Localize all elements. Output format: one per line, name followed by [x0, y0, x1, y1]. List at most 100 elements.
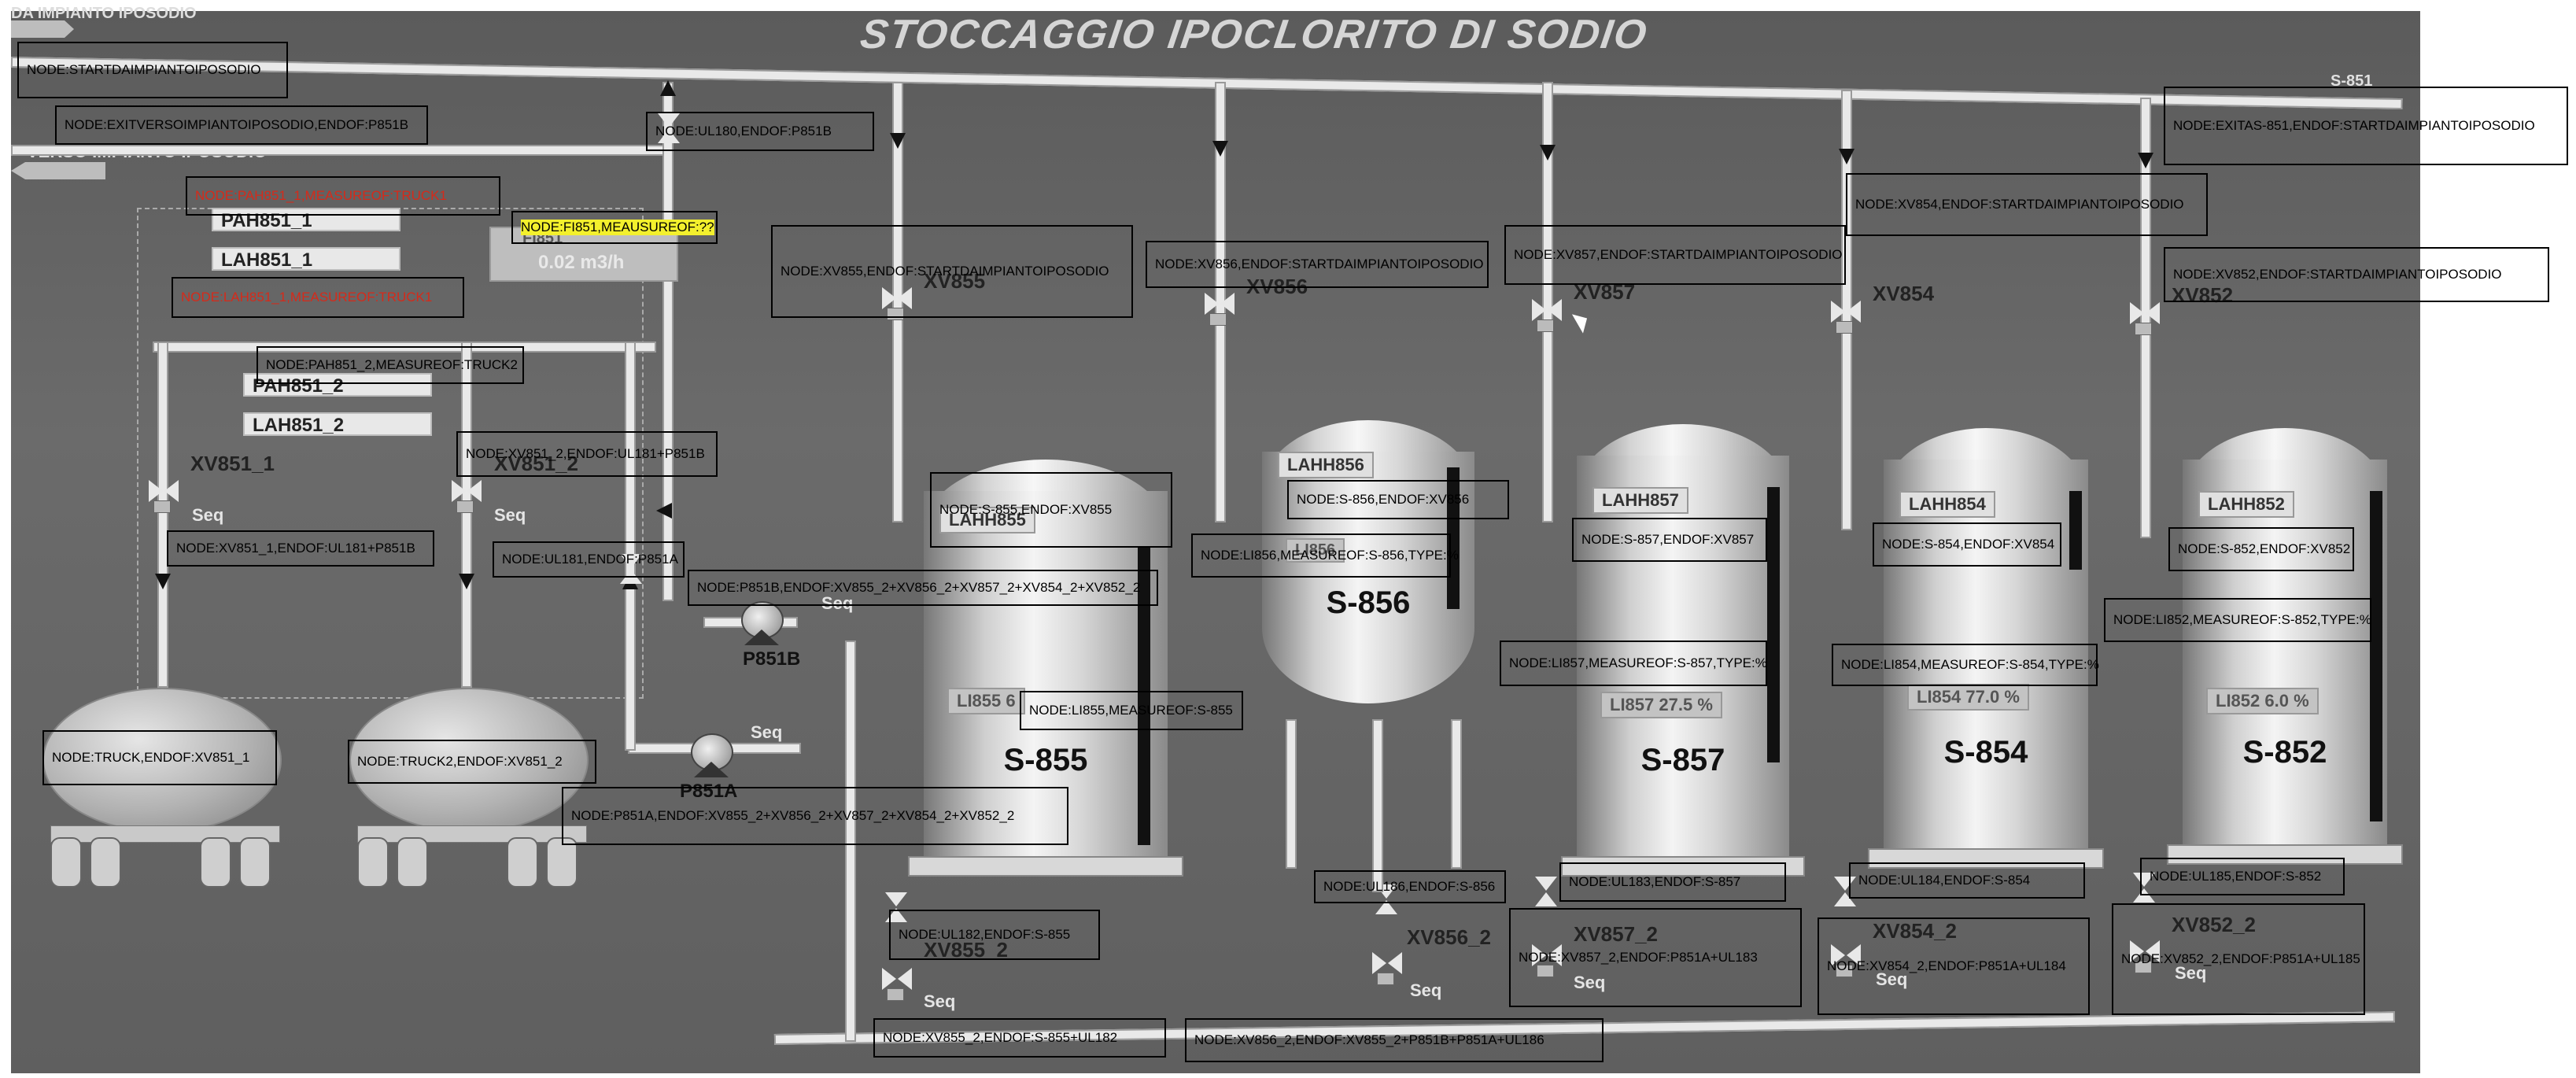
- annotation-box: NODE:LAH851_1,MEASUREOF:TRUCK1: [172, 277, 464, 318]
- flow-arrow: [890, 133, 906, 149]
- p851b-pump[interactable]: [741, 601, 788, 645]
- xv851-1-valve[interactable]: [147, 477, 179, 513]
- ul180-pipe: [662, 82, 674, 601]
- flow-arrow: [656, 503, 672, 519]
- flow-arrow: [459, 574, 474, 589]
- truck2-pipe: [461, 341, 472, 688]
- annotation-box: NODE:UL180,ENDOF:P851B: [646, 112, 874, 151]
- truck1[interactable]: [42, 688, 310, 892]
- vessel-s856[interactable]: LAHH856 LI856 S-856: [1262, 420, 1474, 735]
- annotation-box: NODE:XV851_1,ENDOF:UL181+P851B: [167, 530, 434, 567]
- annotation-box: NODE:EXITVERSOIMPIANTOIPOSODIO,ENDOF:P85…: [55, 105, 428, 145]
- wheel: [507, 837, 538, 888]
- li852-label: LI852: [2216, 691, 2260, 711]
- return-pipe: [11, 145, 672, 156]
- seq-label: Seq: [1574, 973, 1606, 992]
- lahh852-tag[interactable]: LAHH852: [2198, 491, 2294, 518]
- li854-display[interactable]: LI854 77.0 %: [1907, 684, 2029, 711]
- s856-outlet-pipe: [1372, 719, 1383, 892]
- li857-value: 27.5 %: [1659, 695, 1713, 714]
- xv857-valve[interactable]: [1530, 296, 1562, 332]
- flow-arrow: [1839, 149, 1854, 164]
- s852-level-bar: [2370, 491, 2382, 821]
- annotation-box: NODE:LI855,MEASUREOF:S-855: [1020, 691, 1243, 730]
- li856-display[interactable]: LI856: [1286, 538, 1345, 563]
- s856-leg: [1451, 719, 1462, 869]
- pah851-1-tag[interactable]: PAH851_1: [212, 208, 400, 231]
- li852-value: 6.0 %: [2264, 691, 2309, 711]
- lahh857-tag[interactable]: LAHH857: [1592, 487, 1688, 514]
- xv855-2-actuator[interactable]: [880, 965, 912, 1001]
- xv854-label: XV854: [1873, 282, 1935, 305]
- annotation-box: NODE:XV852,ENDOF:STARTDAIMPIANTOIPOSODIO: [2164, 247, 2549, 302]
- annotation-box: NODE:XV851_2,ENDOF:UL181+P851B: [456, 431, 718, 477]
- xv855-label: XV855: [924, 269, 986, 293]
- annotation-box: NODE:XV854_2,ENDOF:P851A+UL184: [1818, 917, 2090, 1015]
- li855-display[interactable]: LI855 6: [947, 688, 1025, 714]
- seq-label: Seq: [1876, 969, 1908, 989]
- wheel: [239, 837, 271, 888]
- drop-pipe-857: [1542, 82, 1553, 522]
- outlet-arrow: [11, 162, 105, 179]
- xv851-2-valve[interactable]: [450, 477, 482, 513]
- wheel: [397, 837, 428, 888]
- annotation-box: NODE:UL186,ENDOF:S-856: [1314, 870, 1506, 903]
- seq-label: Seq: [2175, 963, 2207, 983]
- ul185-valve[interactable]: [2130, 873, 2158, 904]
- xv854-2-label: XV854_2: [1873, 919, 1957, 943]
- lah851-2-tag[interactable]: LAH851_2: [243, 412, 432, 436]
- fi851-value: 0.02 m3/h: [538, 252, 625, 273]
- vessel-s855[interactable]: LAHH855 LI855 6 S-855: [908, 460, 1183, 877]
- s854-name: S-854: [1943, 735, 2028, 770]
- p851b-label: P851B: [743, 648, 801, 670]
- vessel-s854[interactable]: LAHH854 LI854 77.0 % S-854: [1868, 428, 2104, 869]
- xv852-valve[interactable]: [2128, 299, 2160, 335]
- truck2[interactable]: [349, 688, 617, 892]
- truck1-pipe: [157, 341, 168, 688]
- s855-level-bar: [1138, 546, 1150, 845]
- truck2-tank: [349, 688, 589, 832]
- ul180-valve[interactable]: [655, 113, 683, 145]
- vessel-s857[interactable]: LAHH857 LI857 27.5 % S-857: [1561, 424, 1805, 877]
- xv856-2-valve[interactable]: [1371, 949, 1402, 985]
- annotation-box: NODE:P851A,ENDOF:XV855_2+XV856_2+XV857_2…: [562, 787, 1068, 845]
- annotation-box: NODE:UL182,ENDOF:S-855: [889, 910, 1100, 960]
- wheel: [546, 837, 578, 888]
- flow-arrow: [1212, 141, 1228, 157]
- ul183-valve[interactable]: [1532, 877, 1560, 908]
- annotation-box: NODE:LI857,MEASUREOF:S-857,TYPE:%: [1500, 641, 1767, 686]
- drop-pipe-854: [1841, 90, 1852, 530]
- lahh856-tag[interactable]: LAHH856: [1278, 452, 1374, 478]
- vessel-s852[interactable]: LAHH852 LI852 6.0 % S-852: [2167, 428, 2403, 865]
- xv851-2-label: XV851_2: [494, 452, 578, 475]
- annotation-box: NODE:LI854,MEASUREOF:S-854,TYPE:%: [1832, 644, 2099, 686]
- fi851-display[interactable]: FI851 0.02 m3/h: [489, 227, 678, 282]
- annotation-box: NODE:XV852_2,ENDOF:P851A+UL185: [2112, 903, 2365, 1015]
- xv854-valve[interactable]: [1829, 297, 1861, 334]
- drop-pipe-856: [1215, 82, 1226, 522]
- annotation-box: NODE:UL185,ENDOF:S-852: [2140, 858, 2345, 895]
- li852-display[interactable]: LI852 6.0 %: [2206, 688, 2319, 714]
- pah851-2-tag[interactable]: PAH851_2: [243, 373, 432, 397]
- xv851-1-label: XV851_1: [190, 452, 275, 475]
- annotation-box: NODE:XV855,ENDOF:STARTDAIMPIANTOIPOSODIO: [771, 225, 1133, 318]
- li857-display[interactable]: LI857 27.5 %: [1600, 692, 1722, 718]
- li855-label: LI855: [957, 691, 1002, 711]
- wheel: [200, 837, 231, 888]
- annotation-box: NODE:S-857,ENDOF:XV857: [1572, 518, 1767, 562]
- lah851-1-tag[interactable]: LAH851_1: [212, 247, 400, 271]
- annotation-text: NODE:FI851,MEAUSUREOF:??: [521, 220, 714, 235]
- li854-label: LI854: [1917, 687, 1962, 707]
- xv855-2-valve[interactable]: [882, 892, 910, 924]
- li854-value: 77.0 %: [1965, 687, 2020, 707]
- annotation-box: NODE:S-855,ENDOF:XV855: [930, 472, 1172, 548]
- ul184-valve[interactable]: [1831, 877, 1859, 908]
- lahh855-tag[interactable]: LAHH855: [939, 507, 1035, 533]
- p851a-pump[interactable]: [691, 733, 738, 777]
- annotation-box: NODE:XV855_2,ENDOF:S-855+UL182: [873, 1018, 1166, 1058]
- s857-name: S-857: [1640, 743, 1725, 777]
- annotation-box: NODE:XV857,ENDOF:STARTDAIMPIANTOIPOSODIO: [1504, 225, 1846, 285]
- xv856-valve[interactable]: [1203, 290, 1234, 326]
- lahh854-tag[interactable]: LAHH854: [1899, 491, 1995, 518]
- scada-screen: STOCCAGGIO IPOCLORITO DI SODIO DA IMPIAN…: [10, 5, 2420, 1073]
